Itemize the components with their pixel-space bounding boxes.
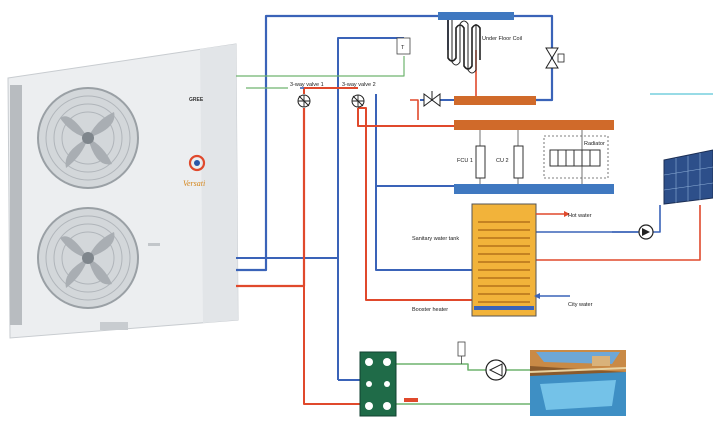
city-water-label: City water xyxy=(568,302,593,308)
city-water-inlet: City water xyxy=(534,293,593,308)
valve1-label: 3-way valve 1 xyxy=(290,82,324,88)
booster-heater-label: Booster heater xyxy=(412,307,448,313)
valve-icon xyxy=(546,48,564,68)
hot-water-outlet: Hot water xyxy=(536,211,592,219)
fcu-1: FCU 1 xyxy=(457,146,485,178)
fan-icon xyxy=(38,208,138,308)
hot-water-label: Hot water xyxy=(568,213,592,219)
fcu2-label: CU 2 xyxy=(496,158,509,164)
under-floor-coil: Under Floor Coil xyxy=(438,12,522,73)
fcu-2: CU 2 xyxy=(496,146,523,178)
unit-brand-label: GREE xyxy=(189,97,204,103)
thermostat-icon xyxy=(458,342,465,364)
pool-heater-element xyxy=(404,398,418,402)
return-header xyxy=(454,184,614,194)
radiator: Radiator xyxy=(544,136,608,178)
under-floor-coil-label: Under Floor Coil xyxy=(482,36,522,42)
thermostat-icon: T xyxy=(397,38,410,54)
pipe-network xyxy=(236,16,700,404)
valve2-label: 3-way valve 2 xyxy=(342,82,376,88)
valve-icon xyxy=(424,91,440,106)
sanitary-tank-label: Sanitary water tank xyxy=(412,236,459,242)
heat-pump-unit: GREE Versati xyxy=(8,44,238,338)
solar-panel-icon xyxy=(664,150,713,204)
fcu1-label: FCU 1 xyxy=(457,158,473,164)
supply-header xyxy=(454,120,614,130)
pump-icon xyxy=(486,360,506,380)
pool-icon xyxy=(530,350,626,416)
plate-heat-exchanger xyxy=(360,352,396,416)
pump-icon xyxy=(639,225,653,239)
three-way-valve-1: 3-way valve 1 xyxy=(290,82,324,107)
floor-coil-supply-header xyxy=(454,96,536,105)
three-way-valve-2: 3-way valve 2 xyxy=(342,82,376,107)
fan-icon xyxy=(38,88,138,188)
unit-logo-text: Versati xyxy=(183,179,205,188)
radiator-label: Radiator xyxy=(584,141,605,147)
